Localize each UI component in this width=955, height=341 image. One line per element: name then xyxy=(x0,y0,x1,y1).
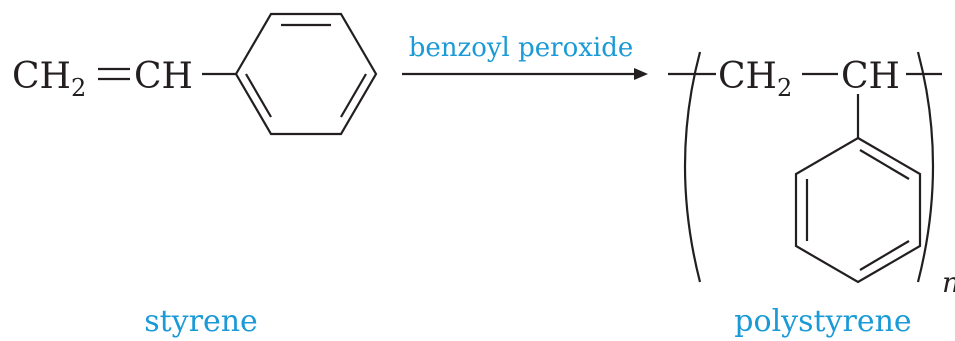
product-ch2-subscript: 2 xyxy=(777,74,792,102)
product-benzene-ring xyxy=(794,136,922,284)
repeat-unit-subscript: n xyxy=(942,266,955,299)
product-ch2: CH2 xyxy=(718,56,792,102)
product-ring-double-bond-2 xyxy=(859,240,910,271)
product-ring-double-bond-1 xyxy=(859,149,910,180)
reactant-ch2-main: CH xyxy=(12,56,71,97)
product-ch2-main: CH xyxy=(718,56,777,97)
reactant-ch2: CH2 xyxy=(12,56,86,102)
styrene-structure: CH2 CH xyxy=(12,12,378,136)
polystyrene-structure: CH2 CH n xyxy=(668,51,955,299)
reactant-name-label: styrene xyxy=(144,304,258,339)
right-bracket xyxy=(916,51,935,283)
reaction-arrow xyxy=(402,68,648,80)
reactant-ch2-subscript: 2 xyxy=(71,74,86,102)
reactant-ring-double-bond-2 xyxy=(340,73,367,118)
product-ch: CH xyxy=(841,56,900,97)
arrow-head xyxy=(634,68,648,80)
reagent-label: benzoyl peroxide xyxy=(409,33,634,63)
product-name-label: polystyrene xyxy=(734,304,911,339)
reactant-ch: CH xyxy=(134,56,193,97)
left-bracket xyxy=(683,51,702,283)
reactant-benzene-ring xyxy=(234,12,378,136)
reactant-ring-double-bond-3 xyxy=(245,73,272,118)
